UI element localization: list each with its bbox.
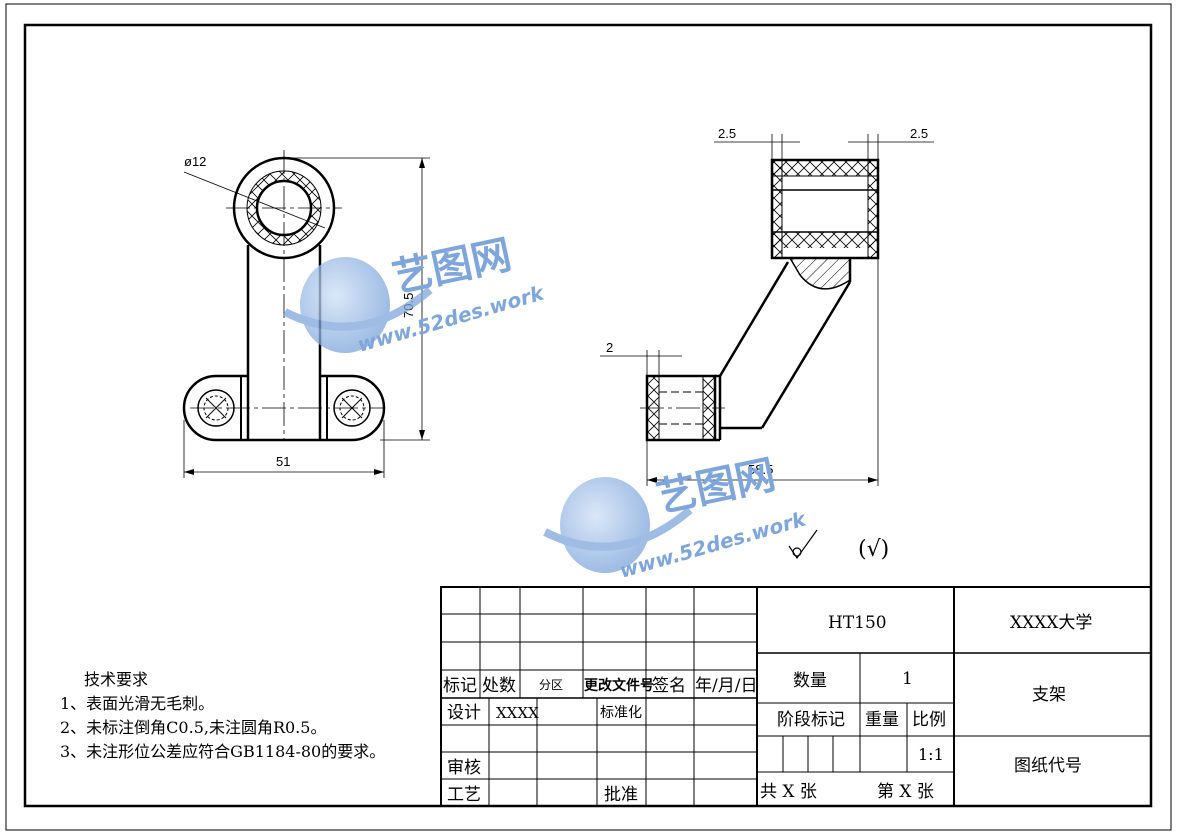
tb-designer-label: 设计 (447, 703, 481, 723)
dim-side-right: 2.5 (910, 126, 928, 141)
tb-sheet-number: 第 X 张 (877, 782, 934, 802)
tb-material: HT150 (828, 613, 887, 633)
tb-header-mark: 标记 (443, 676, 477, 696)
front-view (182, 150, 430, 478)
outer-border (5, 3, 1172, 831)
notes-title: 技术要求 (84, 670, 149, 689)
tb-designer-value: XXXX (496, 704, 539, 722)
technical-notes: 技术要求 1、表面光滑无毛刺。 2、未标注倒角C0.5,未注圆角R0.5。 3、… (60, 668, 385, 764)
tb-process-label: 工艺 (447, 785, 481, 805)
tb-weight-label: 重量 (865, 710, 899, 730)
tb-header-sign: 签名 (652, 676, 686, 696)
dim-side-left: 2.5 (718, 126, 736, 141)
watermark-logo-2 (543, 477, 693, 573)
dim-boss: 2 (606, 340, 613, 355)
tb-sheets-total: 共 X 张 (760, 782, 817, 802)
notes-item-3: 3、未注形位公差应符合GB1184-80的要求。 (60, 742, 386, 761)
dim-diameter: ø12 (184, 154, 206, 169)
tb-part-name: 支架 (1032, 685, 1066, 705)
dim-span: 58.5 (748, 462, 773, 477)
watermark-logo-1 (283, 257, 433, 353)
tb-drawing-no-label: 图纸代号 (1014, 756, 1082, 776)
roughness-general: (√) (858, 537, 889, 562)
tb-stage-label: 阶段标记 (777, 710, 845, 730)
title-block (440, 586, 1152, 807)
section-view (600, 134, 934, 486)
tb-approve-label: 批准 (604, 785, 638, 805)
watermark-brand-2: 艺图网 (653, 452, 780, 522)
tb-school: XXXX大学 (1010, 613, 1092, 633)
tb-qty-value: 1 (902, 669, 913, 689)
tb-header-zone: 分区 (539, 678, 563, 692)
watermark-brand-1: 艺图网 (389, 232, 516, 302)
notes-item-1: 1、表面光滑无毛刺。 (60, 694, 215, 713)
tb-review-label: 审核 (447, 758, 481, 778)
tb-standard-label: 标准化 (600, 705, 642, 721)
tb-header-count: 处数 (482, 676, 516, 696)
tb-header-date: 年/月/日 (695, 676, 757, 696)
tb-header-change-doc: 更改文件号 (584, 677, 654, 694)
tb-qty-label: 数量 (793, 671, 827, 691)
tb-scale-label: 比例 (912, 710, 946, 730)
tb-scale-value: 1:1 (918, 745, 944, 764)
notes-item-2: 2、未标注倒角C0.5,未注圆角R0.5。 (60, 718, 327, 737)
roughness-symbol-icon (788, 529, 818, 560)
dim-width: 51 (276, 454, 290, 469)
